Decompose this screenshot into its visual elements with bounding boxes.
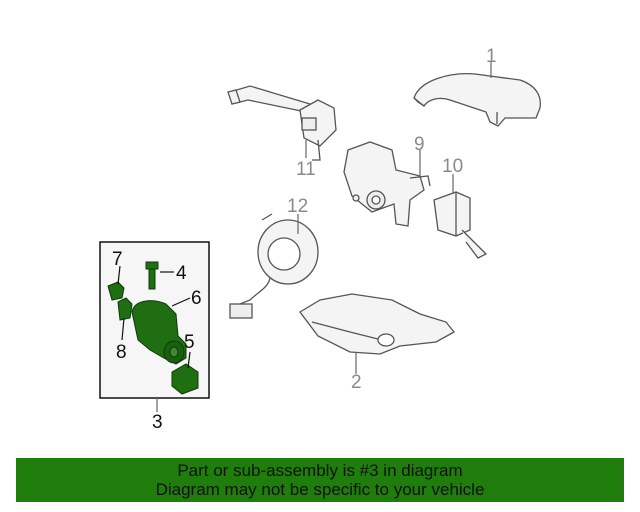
part-1-upper-shroud — [413, 73, 541, 127]
part-8-highlight — [117, 297, 133, 321]
callout-10: 10 — [442, 156, 463, 177]
callout-3: 3 — [152, 412, 163, 433]
leader-lines — [156, 62, 492, 412]
callout-6: 6 — [191, 288, 202, 309]
callout-2: 2 — [351, 372, 362, 393]
banner-line-2: Diagram may not be specific to your vehi… — [155, 480, 485, 499]
banner-line-1: Part or sub-assembly is #3 in diagram — [177, 461, 463, 480]
part-4-bolt — [145, 261, 159, 290]
part-5-highlight — [171, 363, 199, 395]
part-11-multifunction-switch — [227, 85, 337, 161]
parts-diagram: 1 2 3 4 5 6 7 8 9 10 11 12 — [99, 46, 541, 433]
callout-4: 4 — [176, 263, 187, 284]
callout-1: 1 — [486, 46, 497, 67]
part-9-switch-housing — [343, 141, 431, 227]
callout-7: 7 — [112, 249, 123, 270]
callout-11: 11 — [296, 159, 316, 180]
leader-lines-box — [117, 265, 191, 369]
part-12-clockspring — [229, 213, 319, 319]
callout-12: 12 — [287, 196, 308, 217]
callout-5: 5 — [184, 332, 195, 353]
part-2-lower-shroud — [299, 293, 455, 355]
part-6-lock-cylinder-housing — [131, 300, 187, 365]
callout-9: 9 — [414, 134, 425, 155]
callout-8: 8 — [116, 342, 127, 363]
part-10-right-switch — [433, 191, 488, 259]
part-7-highlight — [107, 281, 125, 301]
info-banner: Part or sub-assembly is #3 in diagram Di… — [16, 458, 624, 502]
